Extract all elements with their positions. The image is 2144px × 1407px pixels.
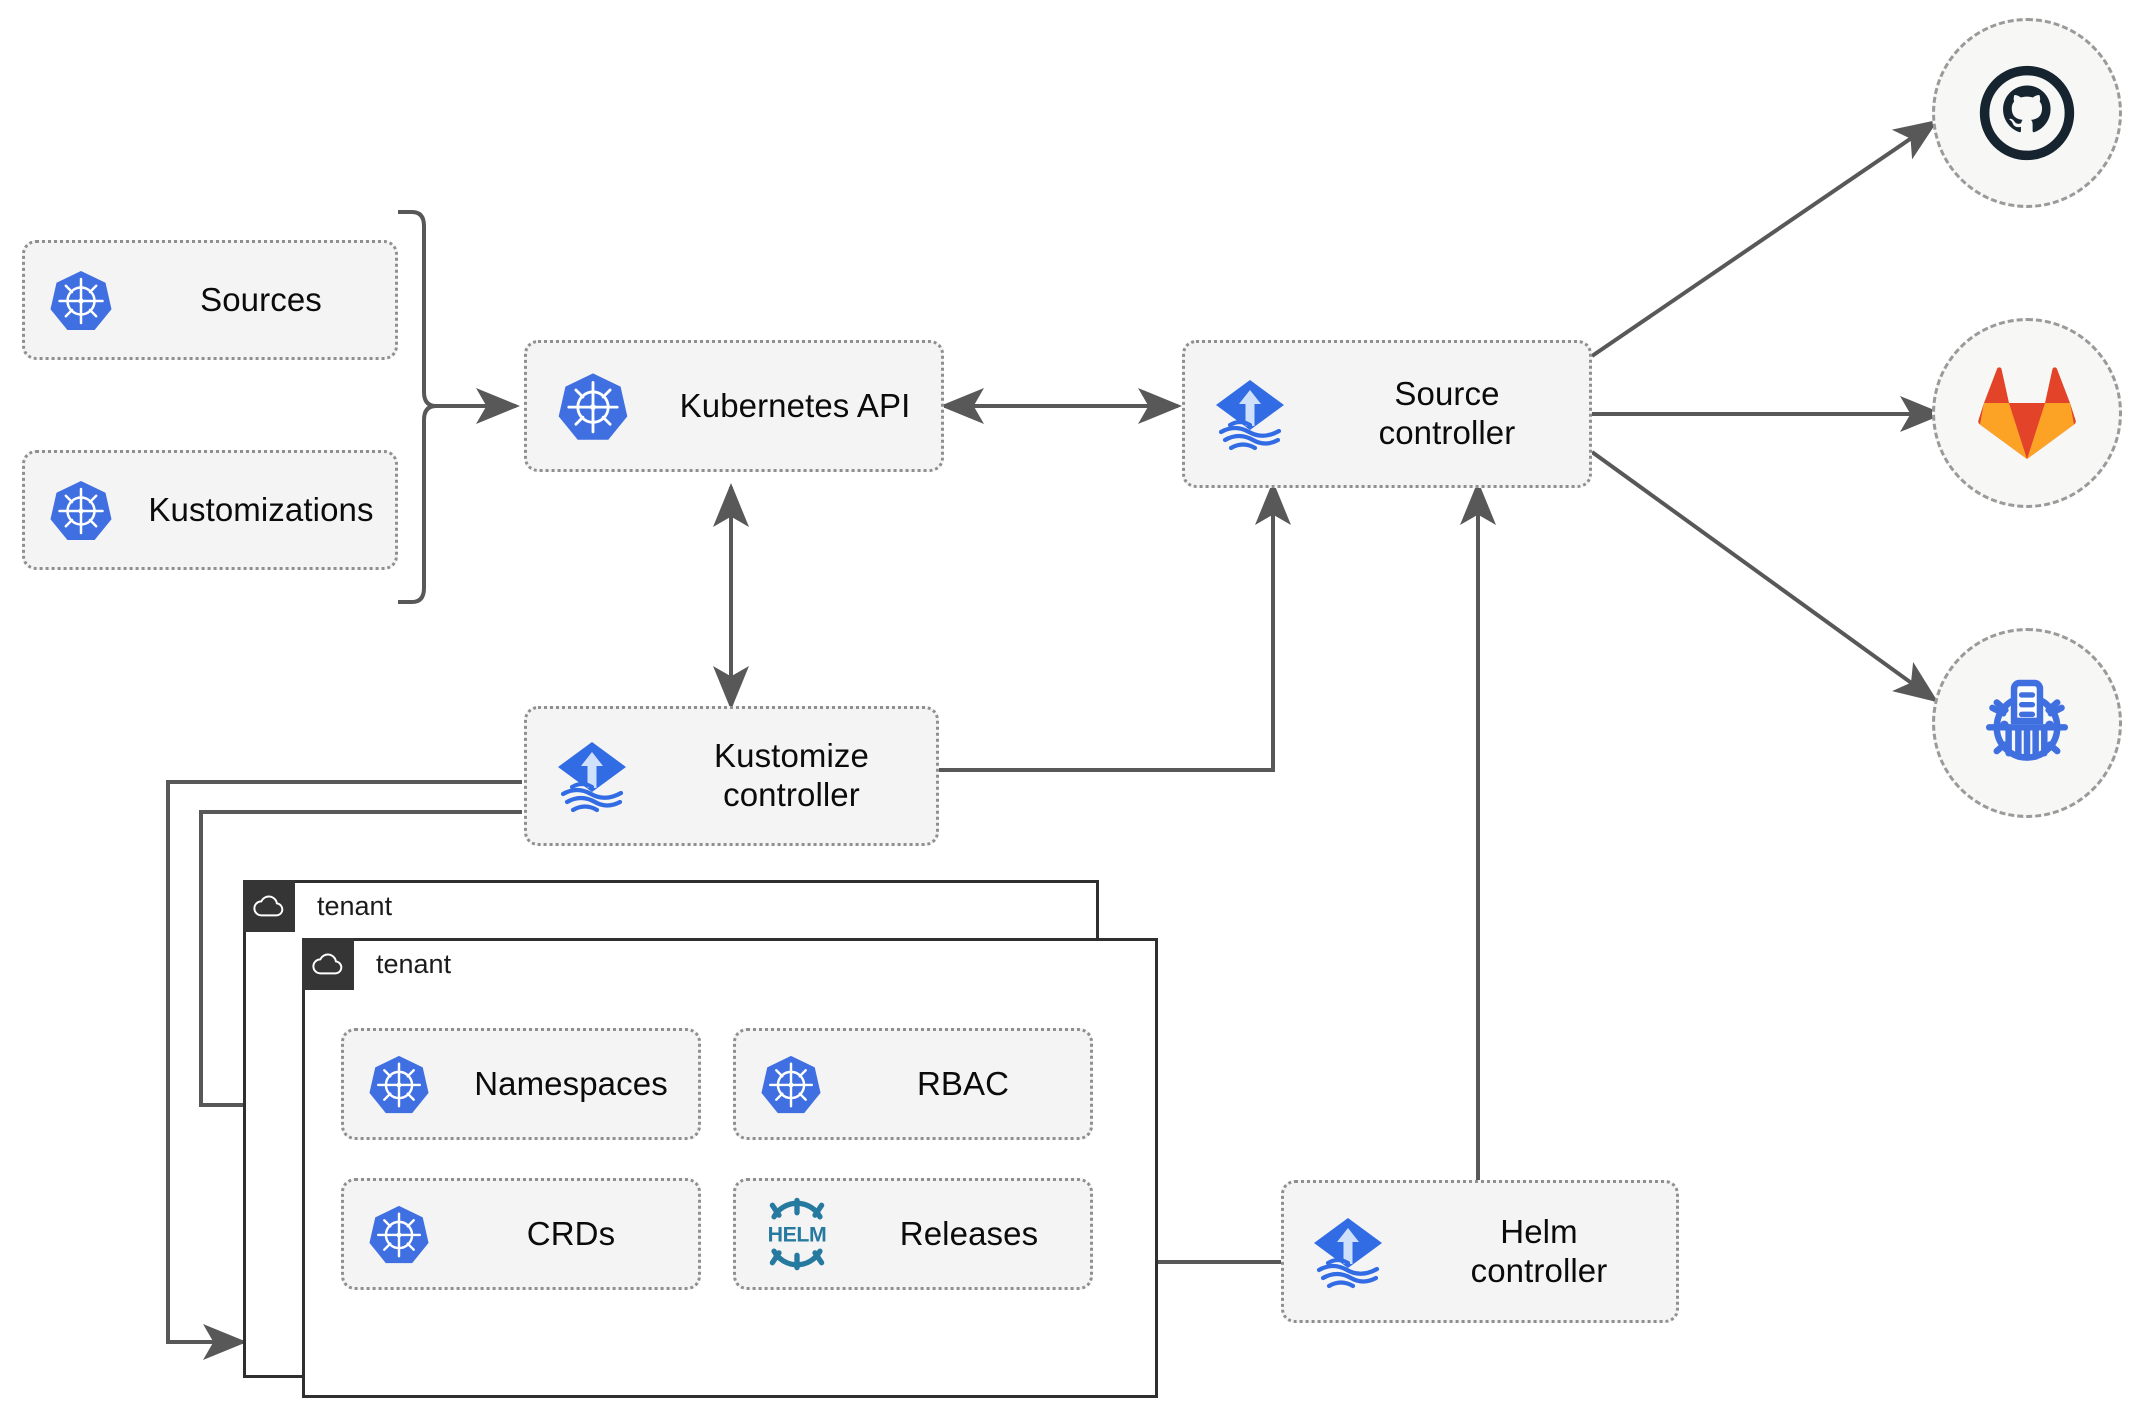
- node-kubernetes-api[interactable]: Kubernetes API: [524, 340, 944, 472]
- node-source-controller-label: Source controller: [1378, 375, 1516, 451]
- node-kustomizations[interactable]: Kustomizations: [22, 450, 398, 570]
- edge-bracket-group: [398, 210, 437, 604]
- kubernetes-icon: [527, 370, 659, 442]
- tenant-inner-header: tenant: [302, 938, 451, 990]
- gitlab-icon: [1978, 367, 2076, 459]
- kubernetes-icon: [344, 1203, 454, 1265]
- flux-icon: [527, 734, 657, 818]
- edge-sourcecontroller-github: [1590, 119, 1939, 358]
- tenant-box-inner[interactable]: tenant: [302, 938, 1158, 1398]
- node-rbac-label: RBAC: [916, 1064, 1010, 1102]
- tenant-inner-label: tenant: [376, 948, 452, 979]
- helm-repository-icon: [1985, 679, 2069, 761]
- edge-sourcecontroller-helmrepository: [1590, 450, 1939, 703]
- tenant-outer-header: tenant: [243, 880, 392, 932]
- node-kustomize-controller[interactable]: Kustomize controller: [524, 706, 939, 846]
- repo-github[interactable]: [1932, 18, 2122, 208]
- node-crds-label: CRDs: [526, 1214, 616, 1252]
- flux-icon: [1284, 1210, 1412, 1294]
- node-namespaces[interactable]: Namespaces: [341, 1028, 701, 1140]
- repo-gitlab[interactable]: [1932, 318, 2122, 508]
- node-kubernetes-api-label: Kubernetes API: [679, 386, 911, 424]
- flux-icon: [1185, 372, 1315, 456]
- repo-helm-repository[interactable]: [1932, 628, 2122, 818]
- tenant-outer-label: tenant: [317, 890, 393, 921]
- svg-text:HELM: HELM: [768, 1222, 827, 1246]
- node-helm-controller[interactable]: Helm controller: [1281, 1180, 1679, 1323]
- github-icon: [1979, 65, 2075, 161]
- kubernetes-icon: [25, 478, 137, 542]
- cloud-icon: [243, 880, 295, 932]
- node-source-controller[interactable]: Source controller: [1182, 340, 1592, 488]
- node-sources-label: Sources: [200, 280, 322, 318]
- kubernetes-icon: [344, 1053, 454, 1115]
- kubernetes-icon: [736, 1053, 846, 1115]
- edge-kustomizecontroller-sourcecontroller: [939, 481, 1291, 772]
- kubernetes-icon: [25, 268, 137, 332]
- node-rbac[interactable]: RBAC: [733, 1028, 1093, 1140]
- helm-icon: HELM: [736, 1197, 858, 1271]
- node-releases-label: Releases: [899, 1214, 1039, 1252]
- node-sources[interactable]: Sources: [22, 240, 398, 360]
- node-kustomize-controller-label: Kustomize controller: [714, 737, 869, 813]
- node-namespaces-label: Namespaces: [474, 1064, 668, 1102]
- cloud-icon: [302, 938, 354, 990]
- node-crds[interactable]: CRDs: [341, 1178, 701, 1290]
- node-releases[interactable]: HELM Releases: [733, 1178, 1093, 1290]
- node-helm-controller-label: Helm controller: [1470, 1212, 1608, 1289]
- node-kustomizations-label: Kustomizations: [148, 490, 374, 528]
